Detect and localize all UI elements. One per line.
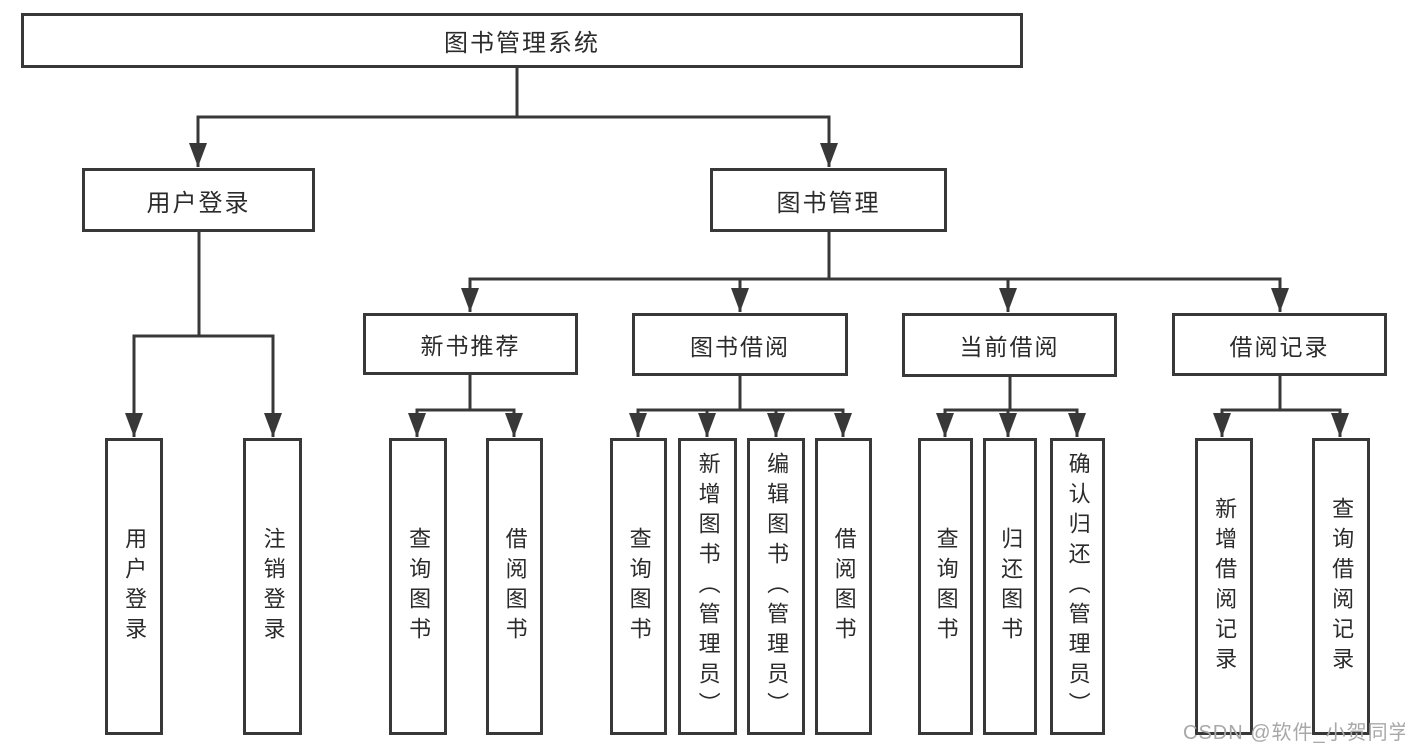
leaf-logout: 注销登录 — [243, 438, 302, 735]
leaf-query-borrow-record-label: 查询借阅记录 — [1329, 496, 1355, 677]
leaf-edit-books-admin: 编辑图书（管理员） — [747, 438, 805, 735]
leaf-edit-books-admin-label: 编辑图书（管理员） — [764, 451, 790, 722]
node-book-borrowing: 图书借阅 — [632, 313, 848, 376]
leaf-user-login-label: 用户登录 — [122, 526, 148, 647]
node-user-login-label: 用户登录 — [146, 189, 251, 217]
node-current-borrowing: 当前借阅 — [902, 313, 1117, 377]
leaf-add-books-admin: 新增图书（管理员） — [678, 438, 737, 735]
leaf-query-books-current-label: 查询图书 — [933, 526, 959, 647]
leaf-query-books-borrowing: 查询图书 — [610, 438, 667, 735]
leaf-query-borrow-record: 查询借阅记录 — [1312, 438, 1370, 735]
leaf-add-borrow-record: 新增借阅记录 — [1195, 438, 1253, 735]
leaf-query-books-current: 查询图书 — [918, 438, 973, 735]
leaf-return-books: 归还图书 — [983, 438, 1037, 735]
leaf-borrow-books-borrowing: 借阅图书 — [815, 438, 872, 735]
node-book-borrowing-label: 图书借阅 — [690, 333, 790, 360]
leaf-borrow-books-recommend-label: 借阅图书 — [502, 526, 528, 647]
node-new-book-recommend-label: 新书推荐 — [420, 333, 521, 359]
node-borrowing-records: 借阅记录 — [1172, 313, 1387, 376]
leaf-return-books-label: 归还图书 — [998, 526, 1024, 647]
leaf-add-borrow-record-label: 新增借阅记录 — [1212, 496, 1238, 677]
node-borrowing-records-label: 借阅记录 — [1229, 333, 1330, 360]
leaf-confirm-return-admin-label: 确认归还（管理员） — [1065, 451, 1091, 722]
leaf-borrow-books-recommend: 借阅图书 — [486, 438, 543, 735]
node-user-login: 用户登录 — [82, 168, 315, 232]
leaf-query-books-borrowing-label: 查询图书 — [626, 526, 652, 647]
leaf-query-books-recommend-label: 查询图书 — [406, 526, 432, 647]
leaf-logout-label: 注销登录 — [260, 526, 286, 647]
csdn-watermark: CSDN @软件_小贺同学 — [1183, 722, 1405, 744]
node-new-book-recommend: 新书推荐 — [363, 313, 578, 375]
leaf-query-books-recommend: 查询图书 — [389, 438, 447, 735]
node-current-borrowing-label: 当前借阅 — [959, 334, 1060, 360]
leaf-add-books-admin-label: 新增图书（管理员） — [695, 451, 721, 722]
node-book-management-label: 图书管理 — [776, 189, 881, 217]
leaf-user-login: 用户登录 — [105, 438, 163, 735]
leaf-borrow-books-borrowing-label: 借阅图书 — [831, 526, 857, 647]
leaf-confirm-return-admin: 确认归还（管理员） — [1050, 438, 1105, 735]
node-library-system: 图书管理系统 — [21, 13, 1023, 68]
node-book-management: 图书管理 — [710, 168, 947, 232]
node-library-system-label: 图书管理系统 — [444, 30, 600, 57]
